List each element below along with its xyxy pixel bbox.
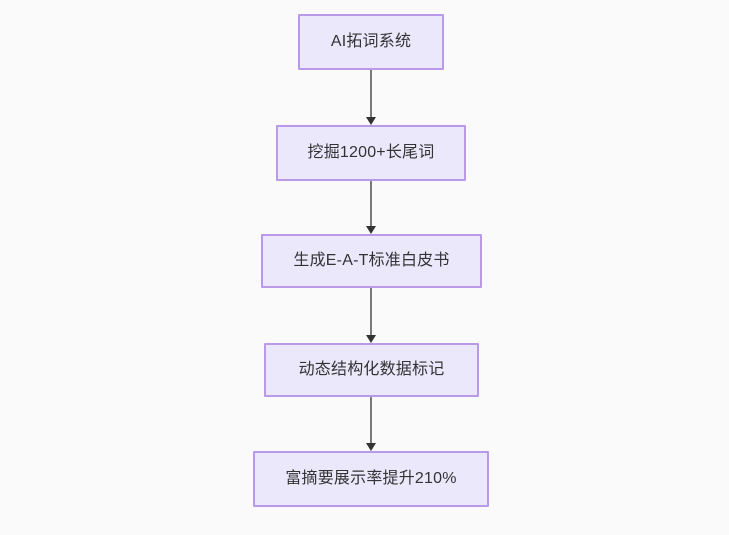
arrowhead-icon — [366, 335, 376, 343]
flow-node-label: 动态结构化数据标记 — [298, 361, 445, 379]
flow-node-ai-keyword-system[interactable]: AI拓词系统 — [298, 14, 444, 70]
connector-line — [370, 397, 372, 444]
connector-line — [370, 288, 372, 336]
arrowhead-icon — [366, 117, 376, 125]
flow-node-mine-longtail-keywords[interactable]: 挖掘1200+长尾词 — [276, 125, 466, 181]
flow-node-rich-snippet-impression-lift[interactable]: 富摘要展示率提升210% — [253, 451, 489, 507]
connector-line — [370, 70, 372, 118]
arrowhead-icon — [366, 443, 376, 451]
flow-node-label: 挖掘1200+长尾词 — [307, 144, 435, 162]
flow-node-label: AI拓词系统 — [330, 33, 412, 51]
flow-node-label: 富摘要展示率提升210% — [285, 470, 457, 488]
flow-node-generate-eat-whitepaper[interactable]: 生成E-A-T标准白皮书 — [261, 234, 482, 288]
connector-line — [370, 181, 372, 227]
flow-node-label: 生成E-A-T标准白皮书 — [293, 252, 450, 270]
arrowhead-icon — [366, 226, 376, 234]
flow-node-dynamic-structured-data-markup[interactable]: 动态结构化数据标记 — [264, 343, 479, 397]
